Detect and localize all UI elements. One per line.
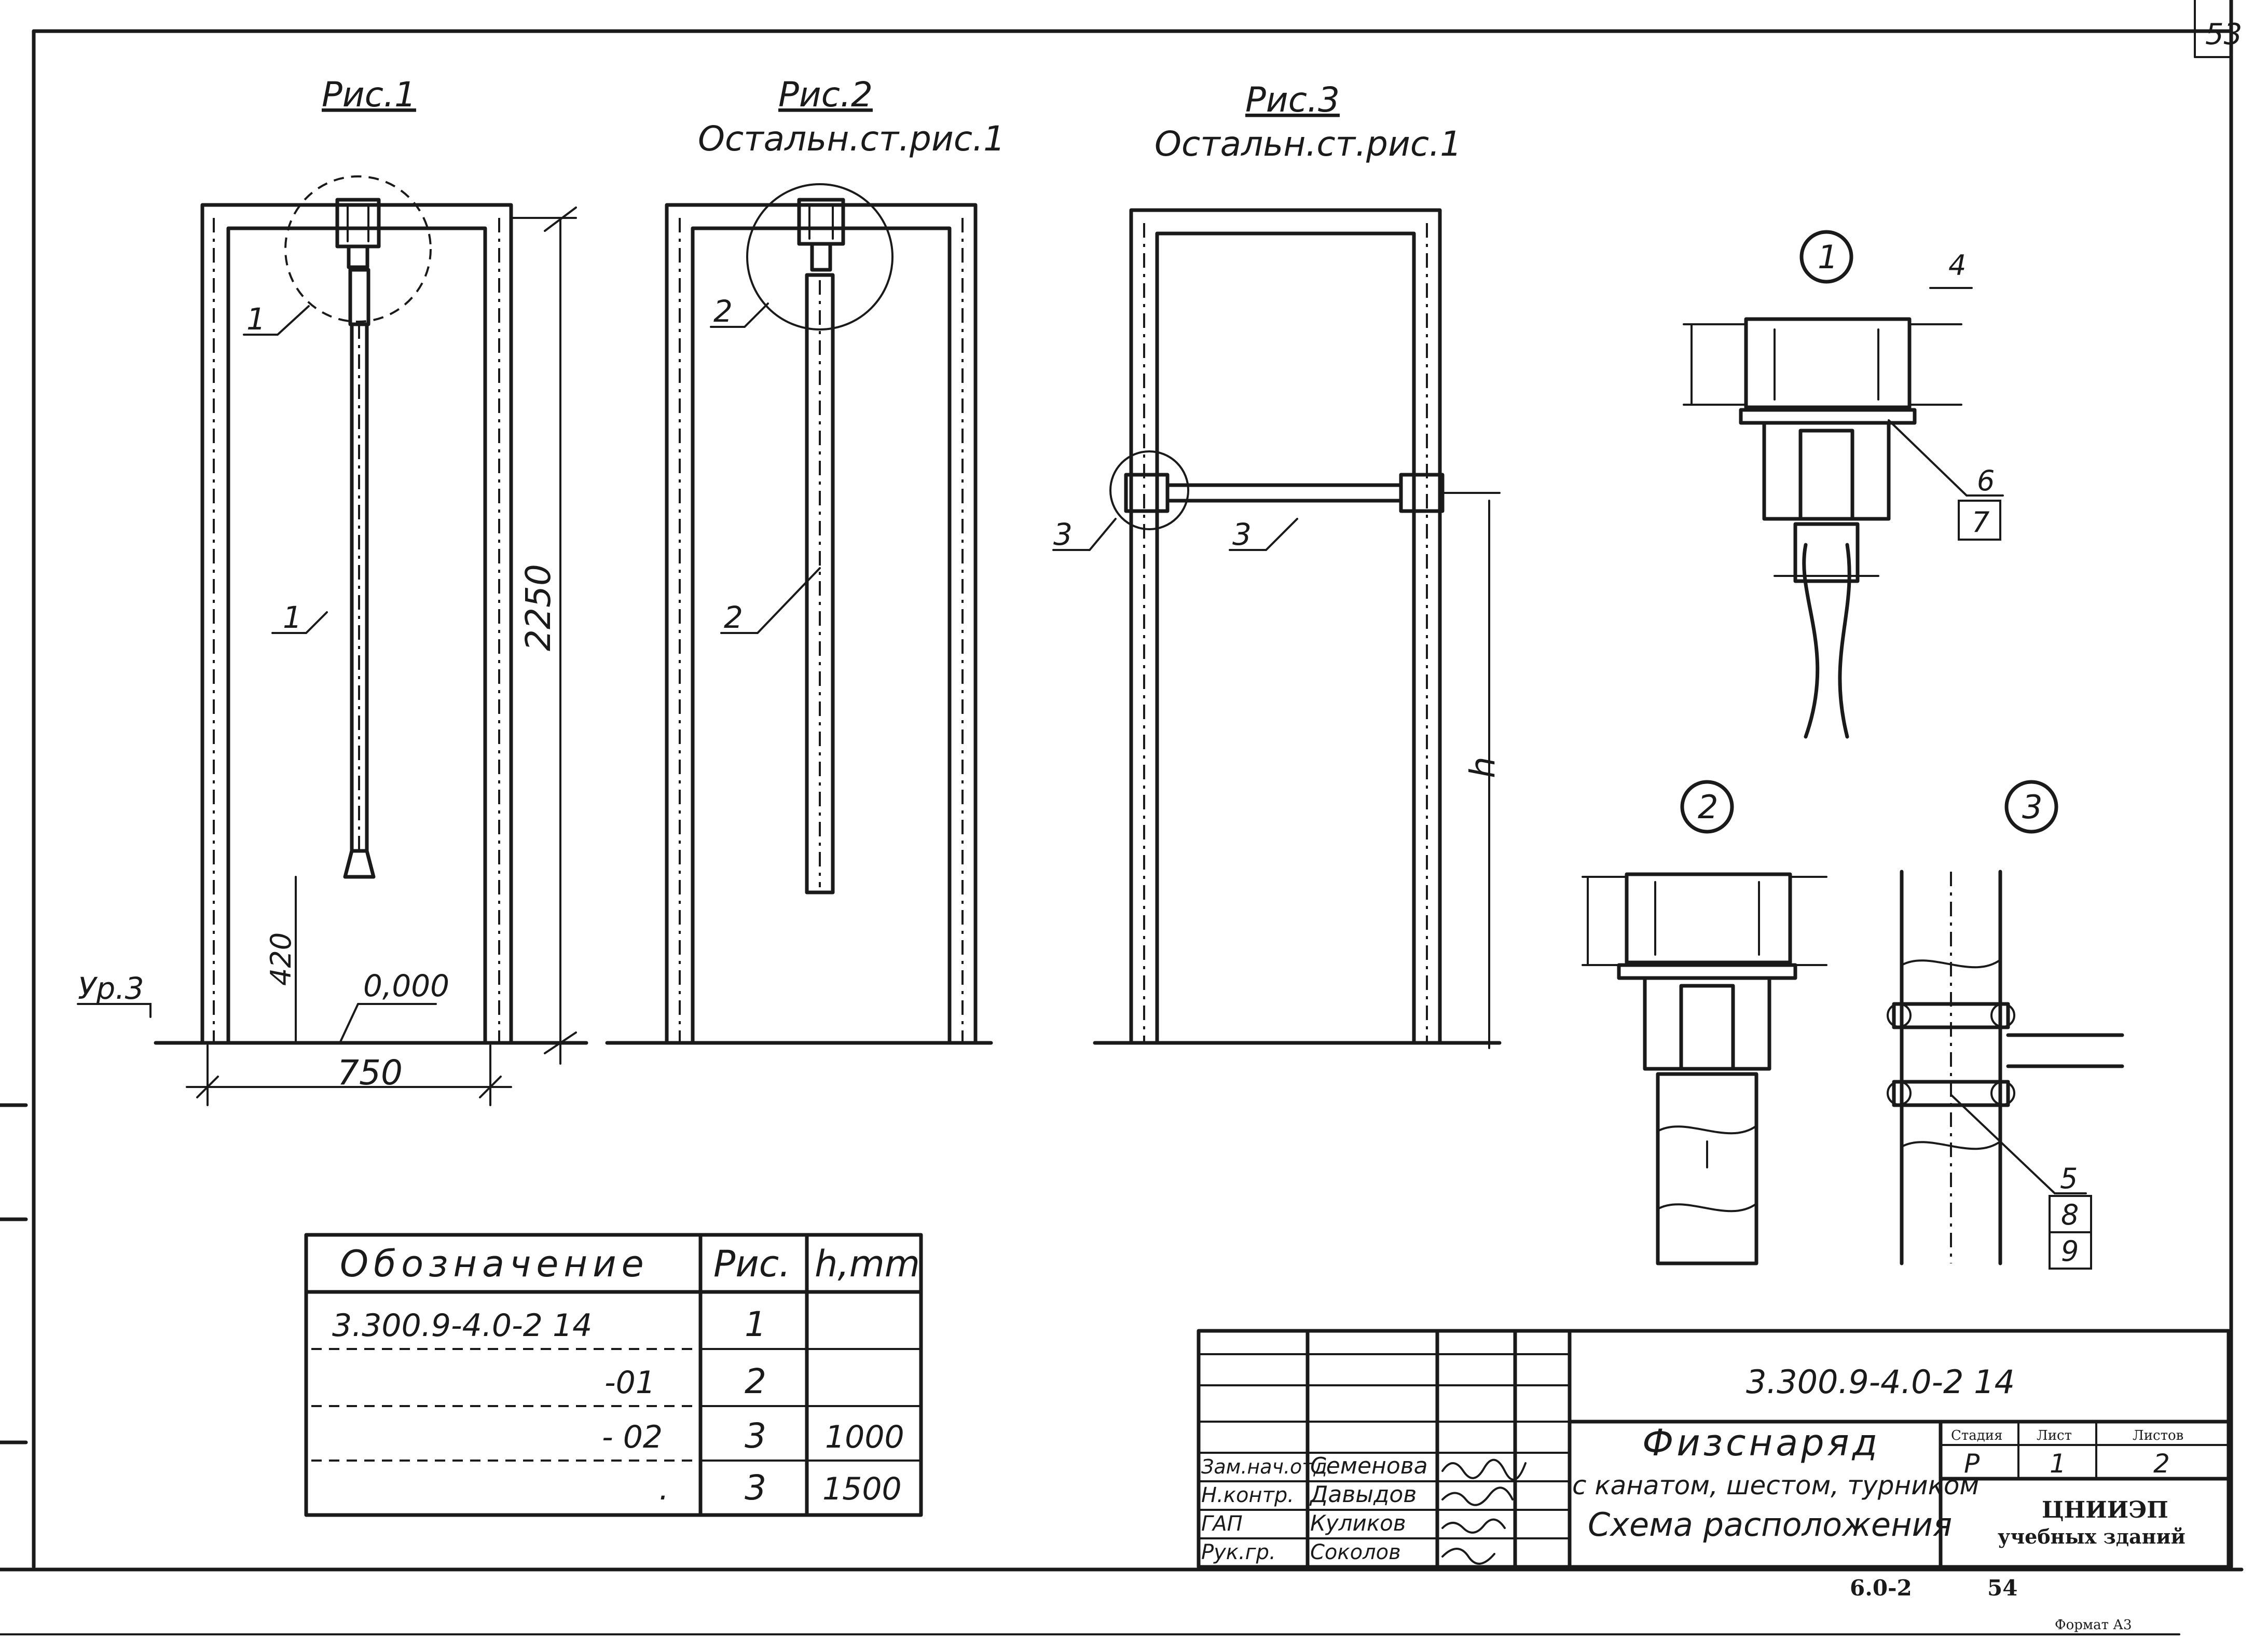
fig3-detail-circle [1109, 450, 1189, 530]
figure-1: Рис.1 1 1 2250 750 [77, 75, 588, 1106]
detail-3-marker: 3 [2022, 788, 2042, 826]
fig2-callout-label: 2 [713, 294, 733, 329]
fig1-detail-circle [284, 175, 432, 323]
sheet-header: Лист [2037, 1428, 2072, 1443]
title-block: 3.300.9-4.0-2 14 Физснаряд с канатом, ше… [1197, 1329, 2231, 1569]
fig3-callout-label: 3 [1053, 517, 1073, 552]
format-label: Формат А3 [2055, 1617, 2132, 1633]
sheet-number: 53 [2205, 18, 2242, 51]
fig1-callout-label: 1 [246, 301, 266, 337]
spec-row-designation: 3.300.9-4.0-2 14 [332, 1307, 592, 1344]
fig2-subtitle: Остальн.ст.рис.1 [698, 119, 1005, 159]
signer-role: Зам.нач.отд. [1201, 1455, 1334, 1478]
fig3-title: Рис.3 [1245, 80, 1340, 120]
signer-name: Куликов [1310, 1510, 1406, 1536]
detail-1: 1 4 6 7 [1683, 230, 2004, 739]
level-label: Ур.3 [78, 971, 144, 1006]
dim-2250: 2250 [518, 564, 558, 651]
detail-3-pos-8: 8 [2061, 1199, 2079, 1231]
signer-name: Давыдов [1309, 1481, 1417, 1508]
spec-header-h: h,mm [815, 1243, 920, 1285]
detail-1-marker: 1 [1818, 238, 1838, 276]
album-code: 6.0-2 [1850, 1575, 1912, 1601]
drawing-code: 3.300.9-4.0-2 14 [1746, 1363, 2015, 1401]
dim-h: h [1463, 756, 1503, 778]
detail-2-marker: 2 [1698, 788, 1718, 826]
signer-name: Соколов [1310, 1540, 1401, 1564]
fig2-title: Рис.2 [778, 75, 873, 115]
spec-header-fig: Рис. [713, 1243, 790, 1285]
detail-3-pos-9: 9 [2061, 1235, 2079, 1268]
detail-1-pos-4: 4 [1948, 249, 1966, 282]
fig1-leader-label: 1 [283, 600, 302, 635]
figure-2: Рис.2 Остальн.ст.рис.1 2 2 [605, 75, 1005, 1045]
detail-3: 3 5 8 9 [1887, 780, 2124, 1270]
stage-header: Стадия [1951, 1428, 2003, 1443]
fig3-leader-label: 3 [1232, 517, 1252, 552]
spec-row-fig: 3 [745, 1468, 766, 1508]
sheets-value: 2 [2153, 1449, 2170, 1479]
spec-row-designation: - 02 [602, 1419, 663, 1455]
stage-value: Р [1964, 1449, 1980, 1479]
spec-row-fig: 2 [745, 1361, 766, 1401]
spec-header-designation: Обозначение [340, 1243, 649, 1285]
signer-role: ГАП [1201, 1512, 1243, 1536]
detail-2: 2 [1582, 780, 1827, 1265]
sheet-title: Схема расположения [1588, 1506, 1952, 1544]
signer-role: Н.контр. [1201, 1483, 1294, 1507]
spec-row-designation: . [659, 1471, 669, 1507]
sheet-value: 1 [2050, 1449, 2066, 1479]
org-line2: учебных зданий [1998, 1525, 2186, 1548]
detail-3-pos-5: 5 [2060, 1162, 2078, 1195]
product-title: Физснаряд [1642, 1422, 1880, 1464]
fig3-subtitle: Остальн.ст.рис.1 [1155, 124, 1462, 164]
dim-420: 420 [265, 932, 297, 986]
page-number: 54 [1987, 1575, 2017, 1601]
fig2-leader-label: 2 [724, 600, 743, 635]
spec-row-fig: 3 [745, 1416, 766, 1456]
spec-row-h: 1000 [825, 1419, 904, 1455]
fig2-detail-circle [746, 183, 894, 331]
spec-row-h: 1500 [822, 1471, 902, 1507]
dim-750: 750 [337, 1053, 403, 1093]
spec-row-designation: -01 [604, 1365, 655, 1401]
product-subtitle: с канатом, шестом, турником [1572, 1470, 1979, 1500]
spec-table: Обозначение Рис. h,mm 3.300.9-4.0-2 14 1… [304, 1233, 923, 1517]
signer-name: Семенова [1310, 1453, 1428, 1479]
spec-row-fig: 1 [745, 1304, 766, 1344]
fig1-title: Рис.1 [322, 75, 416, 115]
footer: 6.0-2 54 Формат А3 [1850, 1575, 2132, 1633]
detail-1-pos-6: 6 [1977, 464, 1995, 497]
signer-role: Рук.гр. [1201, 1540, 1276, 1564]
detail-1-pos-7: 7 [1972, 506, 1989, 539]
figure-3: Рис.3 Остальн.ст.рис.1 3 3 h [1052, 80, 1503, 1049]
signatures [1441, 1458, 1527, 1565]
sheets-header: Листов [2133, 1428, 2183, 1443]
level-value: 0,000 [363, 968, 449, 1003]
org-line1: ЦНИИЭП [2042, 1497, 2168, 1523]
